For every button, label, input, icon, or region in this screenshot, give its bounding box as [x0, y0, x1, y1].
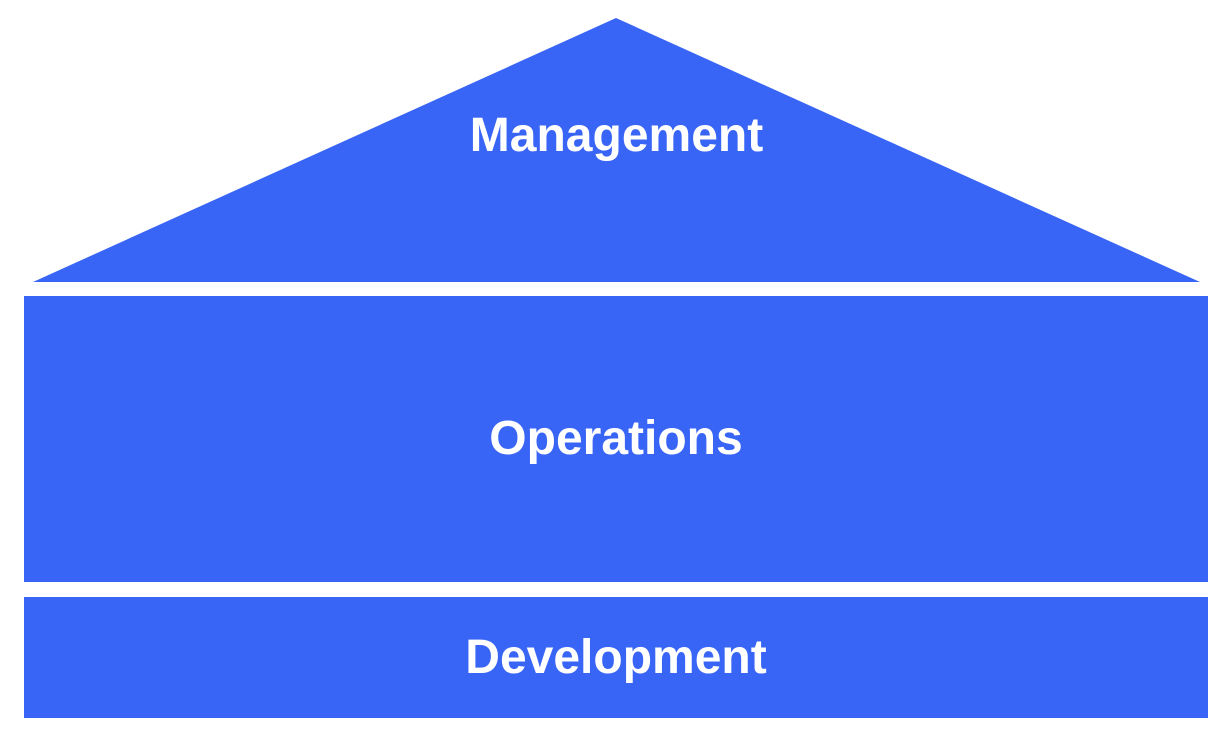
- roof-polygon: [33, 18, 1200, 282]
- management-label: Management: [469, 109, 764, 162]
- management-roof-triangle: [33, 18, 1200, 282]
- operations-label: Operations: [489, 412, 743, 465]
- operations-block: Operations: [24, 296, 1208, 582]
- development-label: Development: [465, 630, 767, 684]
- development-block: Development: [24, 597, 1208, 718]
